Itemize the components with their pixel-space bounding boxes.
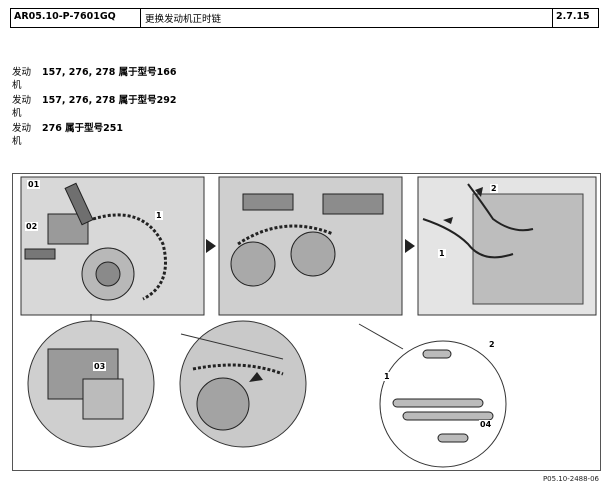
doc-version: 2.7.15	[556, 11, 590, 22]
engine-value: 276 属于型号251	[42, 123, 123, 134]
callout-1: 1	[155, 211, 163, 220]
arrow-right-icon	[405, 239, 415, 253]
figure-caption: P05.10-2488-06	[542, 475, 599, 483]
callout-04: 04	[479, 420, 493, 429]
header-table: AR05.10-P-7601GQ 更换发动机正时链 2.7.15	[10, 8, 599, 28]
callout-1: 1	[438, 249, 446, 258]
engine-label: 发动机	[12, 123, 32, 147]
figure-illustration	[20, 176, 597, 468]
callout-2: 2	[488, 340, 496, 349]
engine-label: 发动机	[12, 67, 32, 91]
timing-chain-figure: 01 02 1 1 2 03 1 2 04	[12, 173, 601, 471]
callout-03: 03	[93, 362, 107, 371]
callout-1: 1	[383, 372, 391, 381]
doc-id: AR05.10-P-7601GQ	[11, 9, 141, 27]
engine-value: 157, 276, 278 属于型号292	[42, 95, 177, 106]
engine-label: 发动机	[12, 95, 32, 119]
arrow-right-icon	[206, 239, 216, 253]
callout-01: 01	[27, 180, 41, 189]
callout-02: 02	[25, 222, 39, 231]
callout-2: 2	[490, 184, 498, 193]
doc-title: 更换发动机正时链	[141, 9, 553, 27]
engine-value: 157, 276, 278 属于型号166	[42, 67, 177, 78]
